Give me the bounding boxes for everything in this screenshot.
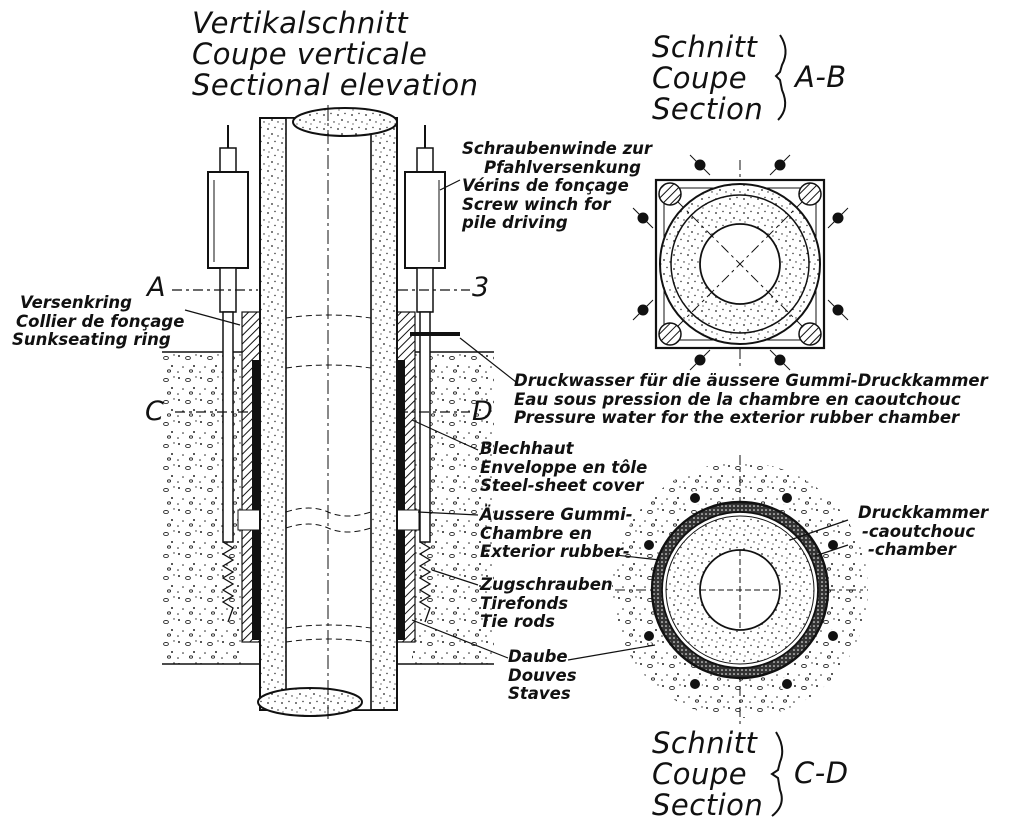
sheet-label: Blechhaut Enveloppe en tôle Steel-sheet … [480,439,648,496]
section-cd-word-fr: Coupe [652,757,748,791]
section-cd-word-de: Schnitt [652,726,758,760]
chamber-label-line: Druckkammer [858,503,989,522]
ring-label-line: Sunkseating ring [12,330,171,349]
sheet-label-line: Blechhaut [480,439,574,458]
chamber-label-line: -caoutchouc [862,521,976,541]
section-cd-label: C-D [794,756,849,790]
staves-label: Daube Douves Staves [508,647,577,704]
sheet-label-line: Enveloppe en tôle [480,457,648,477]
cut-letter-a: A [147,272,166,303]
winch-label-line: Schraubenwinde zur [462,139,653,158]
ring-label-line: Versenkring [20,293,132,312]
section-cd-title: Schnitt Coupe Section [652,728,763,821]
winch-label-line: Screw winch for [462,194,611,214]
section-ab-word-en: Section [652,92,764,126]
rubber-label: Äussere Gummi- Chambre en Exterior rubbe… [480,505,633,562]
winch-label-line: Pfahlversenkung [484,157,641,177]
section-ab-word-fr: Coupe [652,61,748,95]
water-label-line: Druckwasser für die äussere Gummi-Druckk… [514,371,988,390]
winch-label-line: Vérins de fonçage [462,176,629,195]
winch-label: Schraubenwinde zur Pfahlversenkung Vérin… [462,139,653,233]
cut-letter-d: D [472,396,493,427]
rubber-label-line: Exterior rubber- [480,542,630,561]
rods-label-line: Tirefonds [480,593,569,613]
section-cd-figure [567,455,868,728]
rubber-label-line: Chambre en [480,523,593,543]
water-label-line: Eau sous pression de la chambre en caout… [514,389,961,409]
winch-label-line: pile driving [462,213,568,232]
water-label-line: Pressure water for the exterior rubber c… [514,408,960,427]
rods-label: Zugschrauben Tirefonds Tie rods [480,575,613,632]
staves-label-line: Daube [508,647,568,666]
staves-label-line: Staves [508,684,571,703]
vertical-title: Vertikalschnitt Coupe verticale Sectiona… [192,8,479,101]
vertical-title-fr: Coupe verticale [192,37,428,71]
rubber-label-line: Äussere Gummi- [480,505,633,524]
section-ab-word-de: Schnitt [652,30,758,64]
section-ab-title: Schnitt Coupe Section [652,32,763,125]
chamber-label-line: -chamber [868,540,956,559]
rods-label-line: Zugschrauben [480,575,613,594]
staves-label-line: Douves [508,665,577,685]
vertical-title-de: Vertikalschnitt [192,6,409,40]
section-ab-figure [632,154,849,371]
water-label: Druckwasser für die äussere Gummi-Druckk… [514,371,988,428]
section-cd-word-en: Section [652,788,764,822]
ring-label-line: Collier de fonçage [16,311,185,331]
rods-label-line: Tie rods [480,612,555,631]
vertical-section [162,105,517,722]
sheet-label-line: Steel-sheet cover [480,476,644,495]
cut-letter-c: C [145,396,164,427]
cut-letter-b: 3 [472,272,490,303]
ring-label: Versenkring Collier de fonçage Sunkseati… [12,293,185,350]
section-ab-label: A-B [795,60,847,94]
chamber-label: Druckkammer -caoutchouc -chamber [858,503,989,560]
vertical-title-en: Sectional elevation [192,68,479,102]
